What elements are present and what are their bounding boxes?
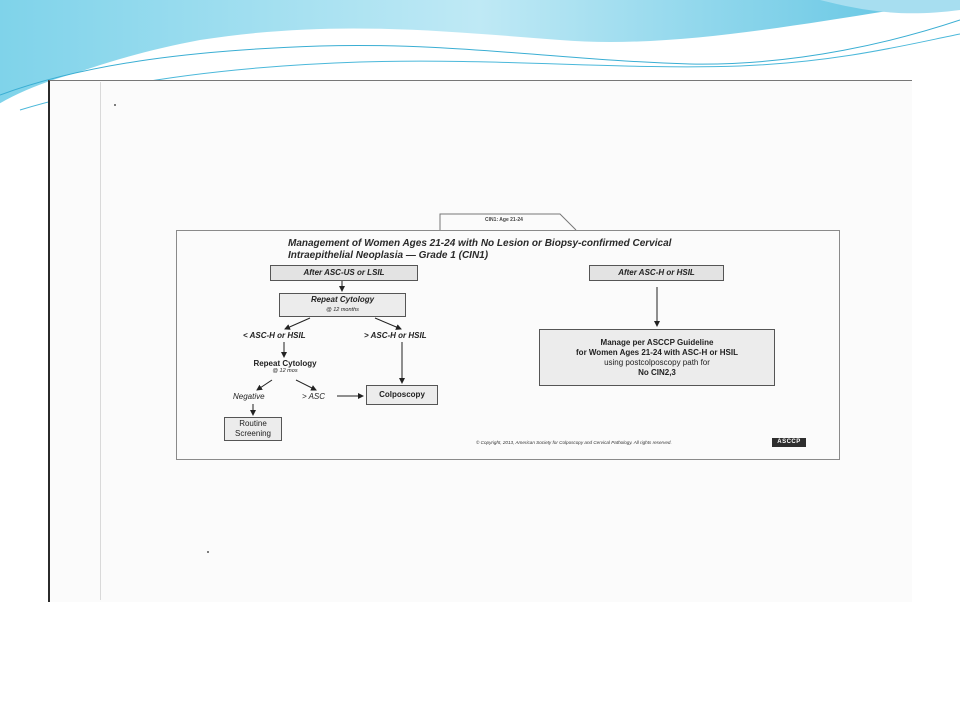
algorithm-title: Management of Women Ages 21-24 with No L…: [190, 238, 918, 262]
routine-screening-box: Routine Screening: [224, 417, 282, 441]
manage-per-asccp-box: Manage per ASCCP Guideline for Women Age…: [539, 329, 775, 386]
card-tab-label: CIN1: Age 21-24: [485, 217, 523, 223]
manage-line-3: using postcolposcopy path for: [604, 357, 710, 367]
colposcopy-box: Colposcopy: [366, 385, 438, 405]
ge-asc-h-hsil-label: > ASC-H or HSIL: [364, 331, 427, 340]
screening-label: Screening: [234, 429, 272, 438]
arrow-to-ge-asc: [295, 379, 317, 391]
title-line-2: Intraepithelial Neoplasia — Grade 1 (CIN…: [288, 250, 489, 261]
manage-line-1: Manage per ASCCP Guideline: [600, 337, 714, 347]
slide-header-wave: [0, 0, 960, 111]
after-asc-h-hsil-label: After ASC-H or HSIL: [618, 268, 695, 277]
repeat-cytology-2: Repeat Cytology @ 12 mos: [244, 359, 326, 374]
negative-label: Negative: [233, 392, 265, 401]
scan-speck: [207, 551, 209, 553]
routine-label: Routine: [239, 419, 267, 428]
arrow-to-ge-result: [374, 317, 402, 330]
after-asc-us-lsil-label: After ASC-US or LSIL: [303, 268, 385, 277]
manage-line-2: for Women Ages 21-24 with ASC-H or HSIL: [576, 347, 738, 357]
repeat-cytology-2-label: Repeat Cytology: [253, 359, 317, 368]
scan-speck: [114, 104, 116, 106]
arrow-to-lt-result: [284, 317, 311, 330]
after-asc-h-hsil-box: After ASC-H or HSIL: [589, 265, 724, 281]
repeat-cytology-label: Repeat Cytology: [310, 295, 375, 304]
copyright-notice: © Copyright, 2013, American Society for …: [476, 440, 672, 445]
after-asc-us-lsil-box: After ASC-US or LSIL: [270, 265, 418, 281]
ge-asc-label: > ASC: [302, 392, 326, 401]
manage-line-4: No CIN2,3: [638, 367, 676, 377]
colposcopy-label: Colposcopy: [379, 390, 425, 399]
title-line-1: Management of Women Ages 21-24 with No L…: [288, 238, 672, 249]
repeat-cytology-box: Repeat Cytology @ 12 months: [279, 293, 406, 317]
page-edge-line: [100, 82, 101, 600]
arrow-to-negative: [256, 379, 273, 391]
lt-asc-h-hsil-label: < ASC-H or HSIL: [243, 331, 306, 340]
asccp-logo: ASCCP: [772, 438, 806, 447]
repeat-cytology-sub: @ 12 months: [326, 307, 359, 313]
repeat-cytology-2-sub: @ 12 mos: [272, 368, 298, 374]
